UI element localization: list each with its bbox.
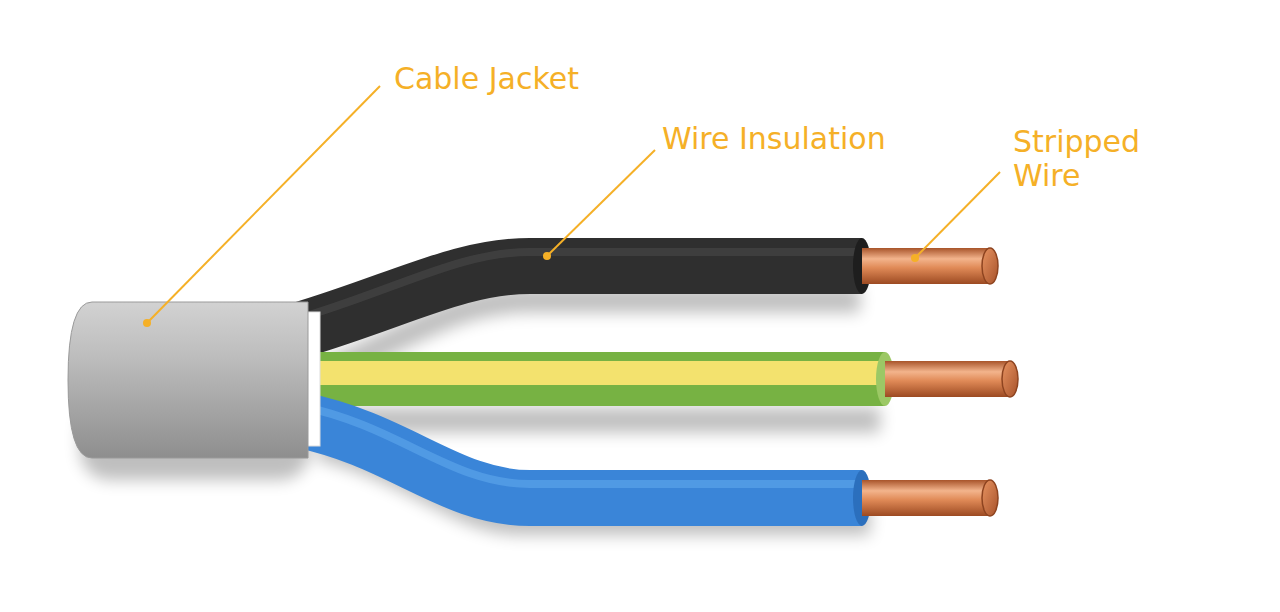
blue-wire <box>300 406 998 526</box>
earth-wire <box>300 352 1018 406</box>
jacket <box>68 302 308 458</box>
cable-jacket <box>68 302 320 458</box>
black-wire <box>300 238 998 330</box>
leader-dot <box>143 319 151 327</box>
wire-end <box>1002 361 1018 397</box>
yellow-stripe <box>300 361 885 385</box>
stripped-wire <box>862 248 990 284</box>
stripped-wire <box>862 480 990 516</box>
leader-line <box>547 150 655 256</box>
part-label: Stripped Wire <box>1013 125 1173 193</box>
part-label: Wire Insulation <box>662 122 886 156</box>
stripped-wire <box>885 361 1010 397</box>
highlight <box>300 252 862 318</box>
highlight <box>300 406 862 484</box>
leader-dot <box>911 254 919 262</box>
leader-dot <box>543 252 551 260</box>
wire-end <box>982 480 998 516</box>
wire-insulation <box>300 266 862 330</box>
leader-line <box>915 172 1000 258</box>
leader-line <box>147 86 380 323</box>
wire-end <box>982 248 998 284</box>
wire-insulation <box>300 352 885 406</box>
leader-lines <box>143 86 1000 327</box>
part-label: Cable Jacket <box>394 62 579 96</box>
